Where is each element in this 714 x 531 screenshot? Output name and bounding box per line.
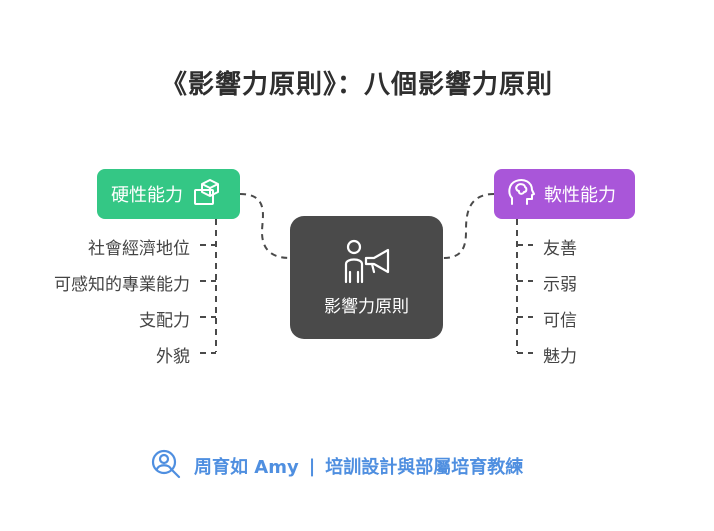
- hard-skills-label: 硬性能力: [111, 185, 183, 206]
- soft-skills-node: 軟性能力: [494, 169, 635, 219]
- list-item-hard-3: 外貌: [156, 347, 190, 367]
- list-item-soft-1: 示弱: [543, 275, 577, 295]
- footer-separator: |: [308, 455, 316, 477]
- connector-left-main: [239, 193, 291, 259]
- center-label: 影響力原則: [324, 297, 409, 317]
- footer-tagline: 培訓設計與部屬培育教練: [325, 457, 524, 478]
- connector-right-main: [442, 193, 495, 259]
- list-item-soft-3: 魅力: [543, 347, 577, 367]
- list-item-soft-0: 友善: [543, 239, 577, 259]
- page-title: 《影響力原則》：八個影響力原則: [160, 70, 553, 100]
- list-item-hard-2: 支配力: [139, 311, 190, 331]
- center-node: 影響力原則: [290, 216, 443, 339]
- soft-skills-label: 軟性能力: [544, 185, 616, 206]
- footer-author: 周育如 Amy: [194, 457, 299, 478]
- footer-credit: 周育如 Amy | 培訓設計與部屬培育教練: [150, 449, 524, 481]
- presenter-megaphone-icon: [340, 238, 396, 292]
- hard-skills-node: 硬性能力: [97, 169, 240, 219]
- person-search-icon: [150, 448, 182, 485]
- list-item-hard-0: 社會經濟地位: [88, 239, 190, 259]
- box-package-icon: [193, 178, 223, 210]
- head-mind-icon: [506, 178, 536, 210]
- list-item-soft-2: 可信: [543, 311, 577, 331]
- list-item-hard-1: 可感知的專業能力: [54, 275, 190, 295]
